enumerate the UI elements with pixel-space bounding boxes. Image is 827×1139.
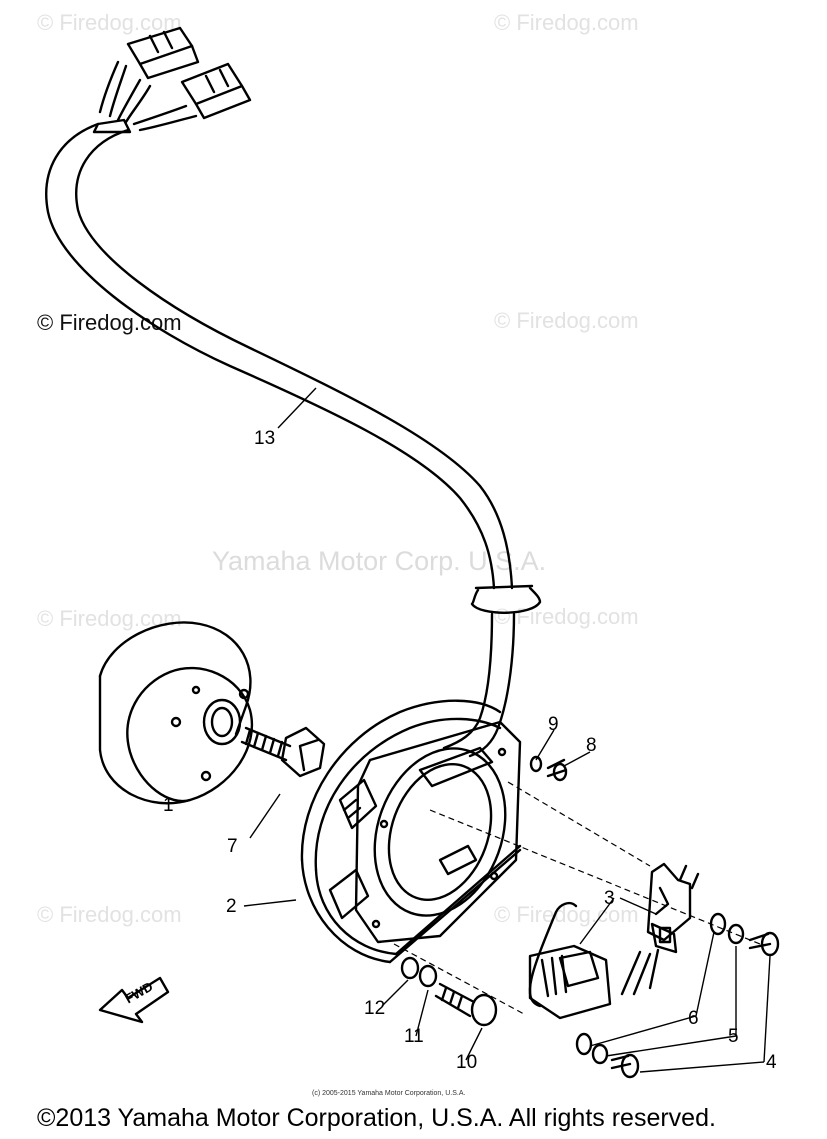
callout-12: 12	[364, 998, 386, 1019]
watermark-top-left: © Firedog.com	[37, 10, 182, 35]
callout-3: 3	[604, 888, 615, 909]
watermark-bottom-right: © Firedog.com	[494, 902, 639, 927]
callout-2: 2	[226, 896, 237, 917]
callout-10: 10	[456, 1052, 478, 1073]
pulser-coil-right	[620, 862, 700, 996]
screws-4-5-6-lower	[575, 1032, 640, 1079]
screws-4-5-6-upper	[709, 912, 780, 957]
callout-5: 5	[728, 1026, 739, 1047]
callout-7: 7	[227, 836, 238, 857]
callout-4: 4	[766, 1052, 777, 1073]
callout-13: 13	[254, 428, 276, 449]
watermark-bottom-left: © Firedog.com	[37, 902, 182, 927]
screw-8-washer-9	[529, 755, 568, 782]
wire-harness	[45, 122, 542, 758]
watermark-mid-left: © Firedog.com	[37, 310, 182, 335]
leader-lines	[243, 387, 771, 1073]
callout-11: 11	[404, 1026, 424, 1047]
callout-1: 1	[163, 795, 174, 816]
watermark-mid-right: © Firedog.com	[494, 308, 639, 333]
small-copyright: (c) 2005-2015 Yamaha Motor Corporation, …	[312, 1090, 466, 1097]
callout-8: 8	[586, 735, 597, 756]
watermark-top-right: © Firedog.com	[494, 10, 639, 35]
footer-copyright: ©2013 Yamaha Motor Corporation, U.S.A. A…	[37, 1104, 716, 1132]
wire-connectors	[92, 26, 252, 134]
flywheel-rotor	[98, 621, 254, 805]
callout-9: 9	[548, 714, 559, 735]
fwd-arrow-icon	[98, 976, 170, 1024]
stator-plate	[300, 699, 522, 964]
screw-10-washers-11-12	[400, 956, 498, 1027]
callout-6: 6	[688, 1008, 699, 1029]
assembly-lines	[393, 781, 761, 1015]
pulser-coil-left	[528, 901, 612, 1020]
rotor-bolt	[240, 726, 326, 778]
watermark-right-lower: © Firedog.com	[494, 604, 639, 629]
